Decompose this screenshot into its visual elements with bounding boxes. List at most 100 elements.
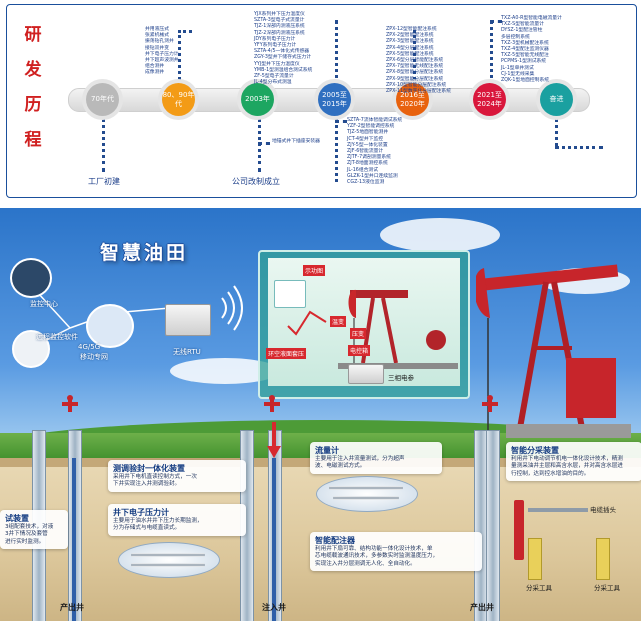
panel-label: 示功图 — [303, 265, 326, 276]
pumpjack-illustration — [476, 264, 631, 443]
rtu-device-icon — [165, 304, 211, 336]
tool-rod — [329, 486, 403, 490]
timeline-node: 2016至2020年 — [396, 83, 429, 116]
timeline-node: 2005至2015年 — [318, 83, 351, 116]
test-device-box: 试装置 3组配套技术，对液 3井下情况及套管 进行实时监测。 — [0, 510, 68, 550]
list-item: ZPX-2型智能配注系统 — [386, 33, 434, 39]
timeline-node: 80、90年代 — [162, 83, 195, 116]
list-item: ZPX-12型智能配注系统 — [386, 27, 437, 32]
list-item: YFY系列电子压力计 — [254, 42, 297, 48]
center-label: 移动专网 — [80, 353, 108, 361]
list-item: ZJTF-7调剖测量系统 — [347, 155, 391, 161]
separation-tool — [528, 538, 542, 580]
list-item: CJ-1型无线采集 — [501, 71, 535, 77]
connector-dots — [335, 20, 340, 86]
well-name: 产出井 — [470, 603, 494, 612]
title-char: 程 — [24, 130, 42, 150]
list-item: ZJY-5型一体化装置 — [347, 142, 388, 148]
list-item: ZPX-9型智能分层配注系统 — [386, 76, 444, 82]
milestone-note: 地锚式井下插座安装器 — [272, 139, 320, 144]
list-item: TJZ-5地面智能测井 — [347, 130, 389, 136]
milestone-label: 工厂初建 — [88, 177, 120, 186]
product-list-80-90: 井用液压式张紧机械式振荡钻孔测井接钻双井变井下电子压力计井下超声波测井组合测井成… — [145, 27, 179, 77]
wellhead-valve-icon — [482, 395, 498, 412]
list-item: ZPX-4型分层配注系统 — [386, 45, 434, 51]
antenna-icon — [86, 304, 134, 348]
software-icon — [12, 330, 50, 368]
list-item: SZTA-7流体智能调试系统 — [347, 118, 403, 123]
list-item: 井下电子压力计 — [145, 51, 179, 57]
list-item: 接钻双井变 — [145, 45, 169, 51]
list-item: YJX系列井下压力温度仪 — [254, 12, 305, 17]
separator-tool — [514, 500, 524, 560]
list-item: JCT-4型井下监控 — [347, 136, 384, 142]
development-history-timeline: 研 发 历 程 70年代 80、90年代 2003年 2005至2015年 20… — [0, 0, 641, 205]
well-name: 注入井 — [262, 603, 286, 612]
list-item: 多层控制系统 — [501, 34, 530, 40]
three-phase-meter-icon — [348, 364, 384, 384]
wellhead-valve-icon — [264, 395, 280, 412]
list-item: 组合测井 — [145, 64, 165, 70]
connector-dots — [413, 30, 418, 86]
list-item: PCPMS-1型测试系统 — [501, 59, 547, 65]
scene-title: 智慧油田 — [100, 242, 189, 264]
separation-tool — [596, 538, 610, 580]
connector-dots — [178, 30, 183, 86]
well-name: 产出井 — [60, 603, 84, 612]
list-item: JL-1型单井测试 — [501, 65, 534, 71]
center-label: 无线RTU — [173, 348, 201, 356]
tool-rod — [333, 496, 399, 500]
tool-rod — [131, 553, 205, 557]
list-item: GLZK-1型井口连续监测 — [347, 173, 398, 179]
production-well-right-tube — [486, 430, 500, 621]
list-item: TXZ-S型智能流量计 — [501, 22, 544, 28]
list-item: 成像测井 — [145, 70, 165, 76]
wellsite-panel: 示功图 温变 压变 环空液面套压 电控箱 三相电参 — [258, 250, 470, 399]
connector-dots — [102, 112, 107, 172]
list-item: CGZ-13液位监测 — [347, 179, 385, 185]
list-item: JDY系列电子压力计 — [254, 36, 296, 42]
connector-dots — [335, 112, 340, 182]
list-item: ZPX-10型智能分层配注系统 — [386, 82, 447, 88]
smart-injector-box: 智能配注器 利用井下扇可靠、结构功能一体化设计技术，单 芯电缆载波通讯技术，多参… — [310, 532, 482, 572]
pressure-gauge-box: 井下电子压力计 主要用于油水井井下压力长期监测， 分为存储式与电缆直读式。 — [108, 504, 246, 536]
list-item: 张紧机械式 — [145, 33, 169, 39]
center-label: 远程监控软件 — [36, 333, 78, 341]
list-item: YMB-1型测温组合测试系统 — [254, 67, 313, 73]
list-item: 井用液压式 — [145, 27, 169, 32]
center-label: 4G/5G — [78, 343, 101, 351]
monitoring-center-icon — [10, 258, 52, 298]
list-item: ZPX-7型智能无线配注系统 — [386, 64, 444, 70]
list-item: JL-16组合测试 — [347, 167, 379, 173]
list-item: 振荡钻孔测井 — [145, 39, 174, 45]
connector-dots — [335, 120, 347, 125]
center-label: 监控中心 — [30, 300, 58, 308]
flowmeter-box: 流量计 主要用于注入井流量测试，分为超声 波、电磁测试方式。 — [310, 442, 442, 474]
well-core — [72, 458, 76, 621]
dynamometer-screen — [274, 280, 306, 308]
list-item: ZJF-6智能流量计 — [347, 148, 384, 154]
list-item: TJZ-2深部内测液压系统 — [254, 30, 305, 36]
survey-device-box: 测调验封一体化装置 采用井下电机直读控制方式，一次 下井实现注入井测调验封。 — [108, 460, 246, 492]
connector-dots — [178, 30, 192, 35]
panel-label: 环空液面套压 — [266, 348, 307, 359]
list-item: ZPX-11型数字化分层配注系统 — [386, 88, 452, 94]
cloud — [380, 218, 500, 252]
timeline-node: 2003年 — [241, 83, 274, 116]
list-item: TXZ-A0-R型智能电磁流量计 — [501, 16, 562, 21]
tool-label: 分采工具 — [594, 584, 620, 592]
list-item: ZF-5型电子流量计 — [254, 73, 294, 79]
list-item: YZF-2型智能调控系统 — [347, 124, 395, 130]
milestone-label: 公司改制成立 — [232, 177, 280, 186]
list-item: TXZ-5型智能无线配注 — [501, 53, 549, 59]
connector-dots — [555, 146, 603, 151]
list-item: TXZ-4型配注监测仪器 — [501, 46, 549, 52]
list-item: DYSZ-1型配注管柱 — [501, 28, 543, 34]
list-item: ZQK-1型地面控制系统 — [501, 77, 550, 83]
timeline-node: 70年代 — [86, 83, 119, 116]
list-item: SZTA-3型电子式流量计 — [254, 18, 305, 24]
